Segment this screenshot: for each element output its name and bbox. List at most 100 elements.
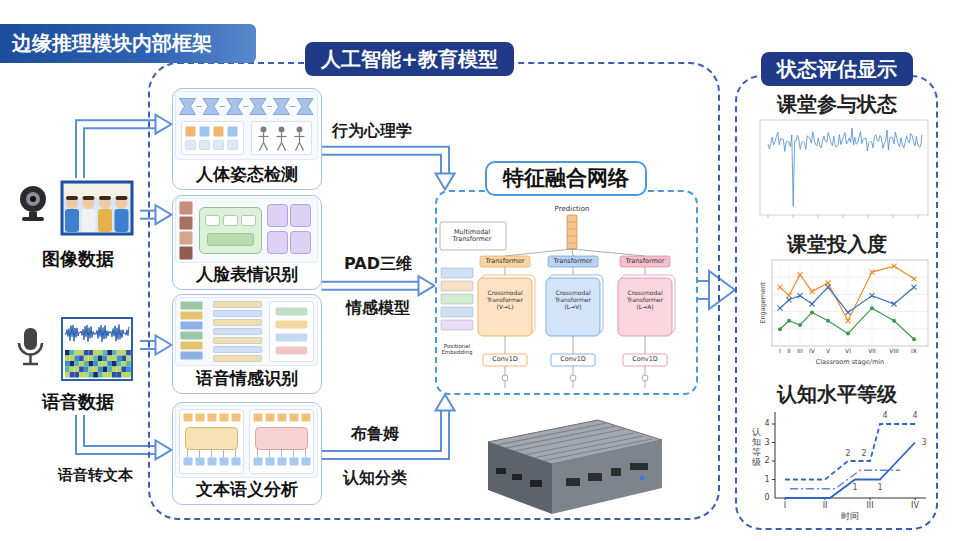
figure-line [295,142,299,150]
module-label: 人脸表情识别 [173,264,321,284]
figure-dot [20,186,46,212]
edge-label: 布鲁姆 认知分类 [335,412,415,500]
chart-label: II [817,501,833,510]
illustration-group [175,297,317,365]
illustration-group [760,120,928,218]
edge-label: PAD三维 情感模型 [338,242,418,330]
figure-block [253,413,262,421]
figure-block [62,182,132,234]
figure-block [65,367,70,373]
figure-block [175,297,317,365]
figure-line [797,293,802,298]
module-label: 人体姿态检测 [173,164,321,184]
figure-block [253,457,262,465]
figure-block [126,361,131,367]
figure-line [777,284,782,289]
figure-block [84,361,89,367]
figure-line [869,293,874,298]
figure-block [183,413,192,421]
figure-block [275,307,307,315]
figure-line [281,449,282,457]
arrow-outline [322,151,446,174]
figure-line [911,284,916,289]
edge-label: 行为心理学 [322,121,422,141]
figure-line [259,142,263,150]
figure-line [917,215,918,218]
figure-block [89,361,94,367]
figure-line [817,215,818,218]
figure-block [267,231,287,253]
chart-heading: 课堂参与状态 [745,92,930,116]
chart-panel: 课堂投入度 [745,228,930,378]
hollow-arrow [698,271,736,309]
figure-block [74,372,79,378]
figure-block [93,356,98,362]
figure-block [441,320,473,330]
network-part-label: Transformer [480,258,530,265]
figure-shape [250,98,266,114]
chart-line [785,442,915,498]
computer-side [552,440,662,514]
figure-block [103,361,108,367]
figure-line [243,106,248,107]
arrow-fill [322,151,446,174]
figure-block [79,356,84,362]
figure-line [842,215,843,218]
figure-block [65,372,70,378]
figure-block [74,350,79,356]
chart-label: IX [906,348,922,355]
figure-block [199,140,209,149]
figure-line [567,242,577,243]
illustration-group [440,215,675,388]
figure-block [89,372,94,378]
illustration-group [772,260,928,346]
chart-label: 2 [843,449,853,458]
figure-block [84,356,89,362]
figure-block [179,231,192,244]
hollow-arrow [80,115,172,178]
figure-line [644,336,645,354]
network-part-label: Conv1D [483,356,527,363]
figure-block [275,333,307,341]
figure-block [103,350,108,356]
figure-block [277,457,286,465]
figure-dot [846,331,850,335]
figure-line [797,293,802,298]
figure-block [567,215,577,249]
figure-block [74,356,79,362]
figure-block [65,350,70,356]
figure-shape [203,98,219,114]
figure-line [305,449,306,457]
figure-block [213,355,261,361]
figure-block [65,361,70,367]
figure-block [175,405,317,477]
figure-dot [642,375,648,381]
figure-block [22,217,44,221]
arrow-outline [322,281,419,291]
figure-line [869,498,870,500]
chart-label: I [772,348,788,355]
figure-line [235,449,236,457]
figure-block [265,457,274,465]
chart-label: 3 [919,438,929,447]
figure-block [213,310,261,316]
module-label: 文本语义分析 [173,479,321,499]
figure-block [213,346,261,352]
arrow-fill [80,415,156,450]
module-box: 人体姿态检测 [172,88,322,190]
figure-line [772,328,928,329]
figure-dot [570,375,576,381]
figure-line [825,284,830,289]
figure-line [845,309,850,314]
figure-line [827,260,828,346]
figure-line [845,318,850,323]
figure-block [126,350,131,356]
figure-block [441,294,473,304]
figure-line [809,301,814,306]
group-banner: 状态评估显示 [761,52,913,86]
figure-block [121,372,126,378]
figure-shape [297,98,313,114]
figure-line [263,142,267,150]
figure-block [62,318,132,380]
figure-line [298,132,299,142]
